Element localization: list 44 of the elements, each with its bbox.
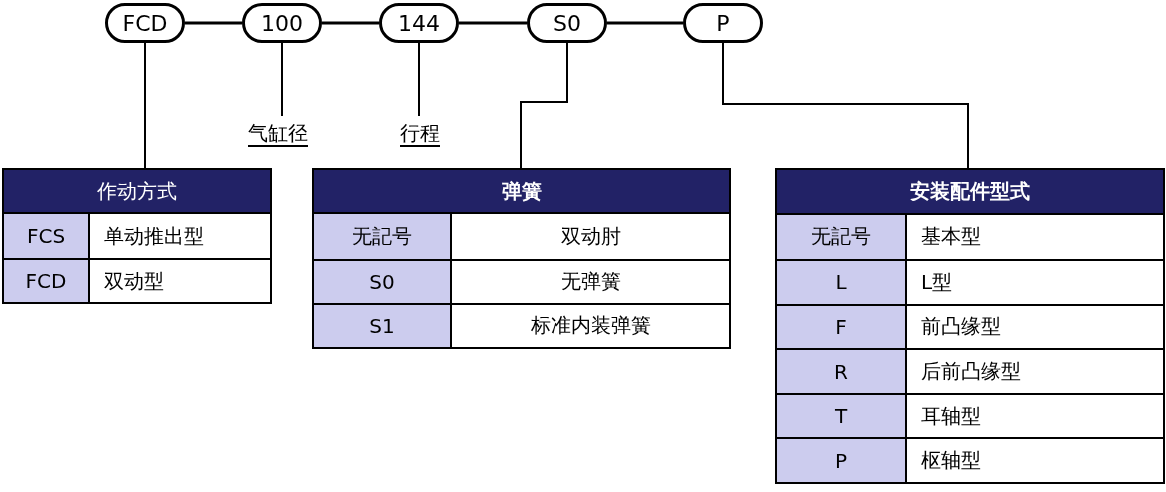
segment-label: 气缸径 <box>238 116 318 150</box>
description-cell-text: 基本型 <box>920 223 982 251</box>
table-header: 弹簧 <box>314 170 729 215</box>
code-segment: S0 <box>527 3 607 43</box>
option-table <box>312 168 731 349</box>
code-segment: 100 <box>242 3 322 43</box>
code-cell: T <box>777 392 907 438</box>
code-segment: FCD <box>105 3 185 43</box>
leader-line <box>418 42 420 117</box>
code-cell: S0 <box>314 258 452 303</box>
option-table <box>2 168 272 304</box>
code-segment: P <box>683 3 763 43</box>
description-cell: 标准内装弹簧 <box>452 302 729 347</box>
description-cell: L型 <box>907 259 1163 304</box>
code-cell: 无記号 <box>314 214 452 259</box>
segment-label: 行程 <box>388 116 452 150</box>
leader-line <box>281 42 283 117</box>
description-cell-text: 单动推出型 <box>103 222 205 250</box>
code-segment: 144 <box>379 3 459 43</box>
leader-line <box>144 42 146 169</box>
connector-dash <box>459 21 527 25</box>
description-cell: 无弹簧 <box>452 258 729 303</box>
description-cell: 双动型 <box>90 258 270 302</box>
connector-dash <box>185 21 242 25</box>
option-table <box>775 168 1165 484</box>
description-cell: 后前凸缘型 <box>907 348 1163 393</box>
table-header: 安装配件型式 <box>777 170 1163 215</box>
code-cell: F <box>777 303 907 349</box>
leader-line <box>722 42 969 169</box>
connector-dash <box>322 21 379 25</box>
code-cell: FCS <box>4 214 90 258</box>
code-cell: S1 <box>314 302 452 347</box>
table-header: 作动方式 <box>4 170 270 214</box>
description-cell-text: 双动肘 <box>559 222 622 250</box>
leader-line <box>520 42 568 169</box>
code-cell: L <box>777 259 907 304</box>
code-cell: FCD <box>4 258 90 302</box>
connector-dash <box>607 21 683 25</box>
code-cell: 无記号 <box>777 214 907 260</box>
description-cell: 枢轴型 <box>907 437 1163 482</box>
code-cell: P <box>777 437 907 482</box>
description-cell: 耳轴型 <box>907 392 1163 438</box>
description-cell: 前凸缘型 <box>907 303 1163 349</box>
code-cell: R <box>777 348 907 393</box>
